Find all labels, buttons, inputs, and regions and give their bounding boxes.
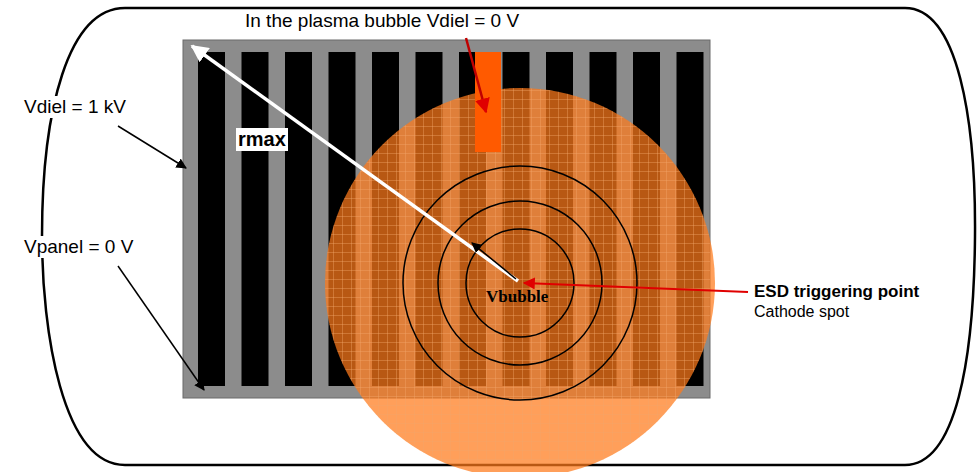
leader-line [118,126,186,168]
expansion-front [466,229,574,337]
radius-label: rmax [236,128,288,151]
chamber-outline [42,8,975,465]
expansion-front [438,201,602,365]
esd-label: ESD triggering point [752,282,921,302]
leader-line [466,38,486,112]
velocity-arrow [472,243,516,279]
discharged-dielectric [475,52,501,152]
rmax-arrow [192,46,518,281]
cell-string [285,52,312,386]
expansion-front [403,166,637,400]
leader-line [118,266,204,390]
cell-string [198,52,225,386]
panel-voltage: Vpanel = 0 V [22,236,135,258]
bubble-texture [183,40,710,460]
leader-line [524,283,748,292]
cell-string [242,52,269,386]
bubble-note: In the plasma bubble Vdiel = 0 V [243,10,521,32]
cathode-label: Cathode spot [752,303,851,321]
bubble-potential: Vbubble [484,287,550,307]
dielectric-voltage: Vdiel = 1 kV [22,96,128,118]
